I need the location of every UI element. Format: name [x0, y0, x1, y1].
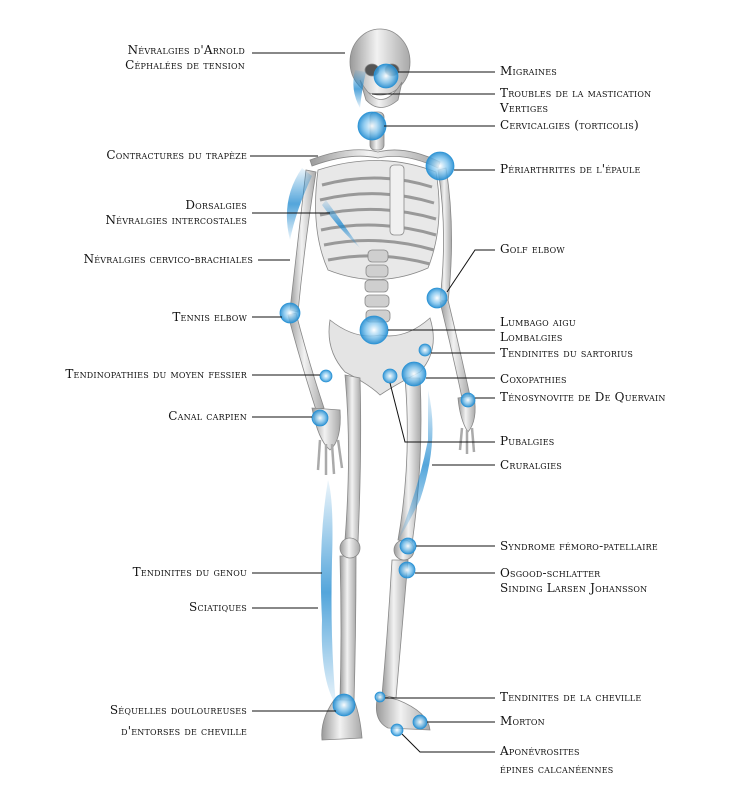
label-trapeze: Contractures du trapèze — [106, 148, 247, 162]
label-lumbago: Lumbago aigu Lombalgies — [500, 315, 576, 344]
label-sciatiques: Sciatiques — [189, 600, 247, 614]
label-canal-carpien: Canal carpien — [168, 409, 247, 423]
hotspot-ankle-left — [332, 693, 356, 717]
hotspot-elbow-left — [279, 302, 301, 324]
label-entorses: Séquelles douloureuses d'entorses de che… — [109, 703, 247, 738]
hotspot-elbow-right — [426, 287, 448, 309]
hotspot-neck — [357, 111, 387, 141]
hotspot-hip — [401, 361, 427, 387]
label-cruralgies: Cruralgies — [500, 458, 562, 472]
right-tibia — [381, 559, 409, 699]
label-moyen-fessier: Tendinopathies du moyen fessier — [65, 367, 247, 381]
jaw — [359, 79, 403, 108]
label-dorsalgies: Dorsalgies Névralgies intercostales — [105, 198, 247, 227]
hotspot-knee-lower — [398, 561, 416, 579]
hotspot-foot — [412, 714, 428, 730]
label-morton: Morton — [500, 714, 545, 728]
label-tendinites-genou: Tendinites du genou — [132, 565, 247, 579]
pain-streaks — [286, 70, 433, 705]
label-tendinites-cheville: Tendinites de la cheville — [500, 690, 642, 704]
hotspot-heel — [390, 723, 404, 737]
label-sartorius: Tendinites du sartorius — [500, 346, 634, 360]
hotspot-knee-upper — [399, 537, 417, 555]
label-periarthrites: Périarthrites de l'épaule — [500, 162, 641, 176]
hotspot-lumbar — [359, 315, 389, 345]
hotspot-wrist-left — [311, 409, 329, 427]
hotspot-wrist-right — [460, 392, 476, 408]
left-tibia — [339, 555, 357, 703]
label-cervico-brachiales: Névralgies cervico-brachiales — [83, 252, 253, 266]
hotspot-sartorius — [418, 343, 432, 357]
right-humerus — [437, 167, 452, 303]
label-de-quervain: Ténosynovite de De Quervain — [500, 390, 666, 404]
left-forearm — [287, 312, 325, 411]
hotspot-ankle-right — [374, 691, 386, 703]
label-pubalgies: Pubalgies — [500, 434, 555, 448]
label-tennis-elbow: Tennis elbow — [172, 310, 247, 324]
right-forearm — [439, 299, 471, 399]
hotspot-gluteus — [319, 369, 333, 383]
hotspot-head — [373, 63, 399, 89]
hotspot-pubis — [382, 368, 398, 384]
label-coxopathies: Coxopathies — [500, 372, 567, 386]
left-femur — [344, 374, 362, 543]
label-aponevrosites: Aponévrosites épines calcanéennes — [500, 744, 614, 776]
label-migraines: Migraines — [500, 64, 557, 78]
label-golf-elbow: Golf elbow — [500, 242, 565, 256]
label-mastication: Troubles de la mastication Vertiges — [500, 86, 652, 115]
label-femoro-patellaire: Syndrome fémoro-patellaire — [500, 539, 658, 553]
leader-lines — [250, 52, 495, 753]
label-arnold: Névralgies d'Arnold Céphalées de tension — [125, 43, 245, 72]
hotspots — [279, 63, 476, 737]
hotspot-shoulder — [425, 151, 455, 181]
label-osgood: Osgood-schlatter Sinding Larsen Johansso… — [500, 566, 648, 595]
ribcage — [315, 160, 440, 280]
label-cervicalgies: Cervicalgies (torticolis) — [500, 118, 639, 132]
